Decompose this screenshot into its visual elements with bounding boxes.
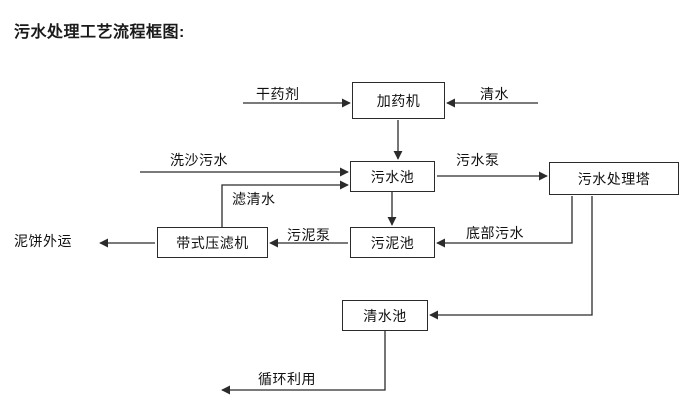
- page-title: 污水处理工艺流程框图:: [14, 24, 185, 41]
- edge-clear-pool-to-recycle: [221, 331, 386, 395]
- node-belt-filter-press[interactable]: 带式压滤机: [157, 227, 268, 258]
- label-sewage-pump: 污水泵: [456, 152, 500, 168]
- label-recycle-reuse: 循环利用: [258, 371, 316, 387]
- label-sludge-pump: 污泥泵: [287, 227, 331, 243]
- node-sewage-pool[interactable]: 污水池: [350, 161, 435, 192]
- node-dosing-machine[interactable]: 加药机: [352, 82, 445, 119]
- edge-belt-press-to-sewage-pool: [221, 180, 349, 227]
- label-clear-water-input: 清水: [480, 86, 509, 102]
- node-sludge-pool[interactable]: 污泥池: [350, 227, 435, 258]
- node-wastewater-treatment-tower[interactable]: 污水处理塔: [549, 162, 679, 195]
- label-dry-agent: 干药剂: [256, 86, 300, 102]
- node-clear-water-pool[interactable]: 清水池: [342, 300, 428, 331]
- edge-tower-to-clear-pool: [429, 196, 593, 320]
- label-bottom-wastewater: 底部污水: [466, 225, 524, 241]
- label-sand-washing-wastewater: 洗沙污水: [170, 152, 228, 168]
- label-filtered-clear-water: 滤清水: [232, 191, 276, 207]
- label-mud-cake-transport: 泥饼外运: [14, 233, 72, 249]
- edge-tower-to-sludge-pool: [436, 196, 573, 248]
